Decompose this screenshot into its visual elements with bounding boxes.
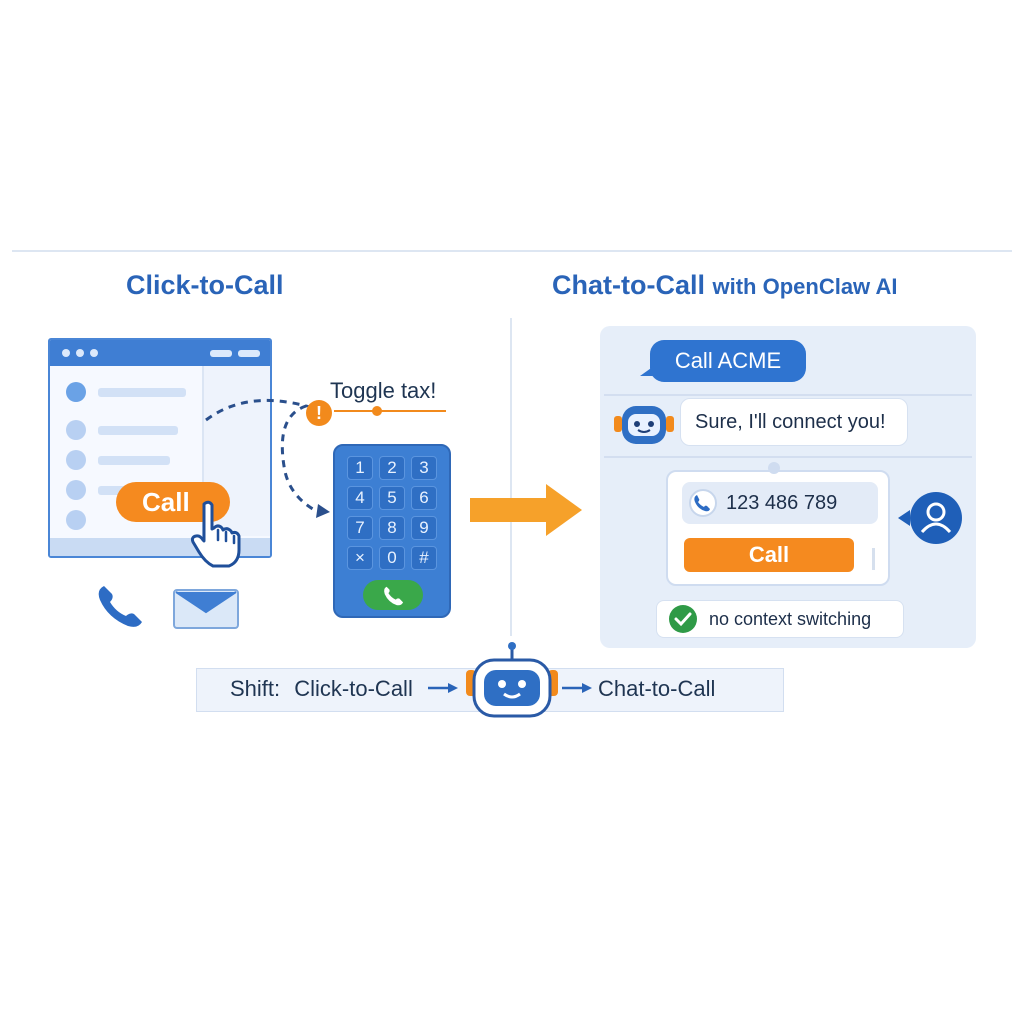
toggle-tax-annotation: Toggle tax! (330, 378, 437, 403)
phone-icon (98, 586, 142, 627)
contact-avatar (66, 480, 86, 500)
chat-call-button[interactable]: Call (684, 538, 854, 572)
annotation-underline (334, 410, 446, 412)
contact-line (98, 388, 186, 397)
card-connector-dot (768, 462, 780, 474)
chat-to-call-heading-main: Chat-to-Call (552, 270, 705, 300)
phone-number-field[interactable]: 123 486 789 (682, 482, 878, 524)
bubble-tail (640, 366, 654, 376)
robot-icon (466, 642, 558, 718)
contact-avatar (66, 420, 86, 440)
chat-to-call-heading-suffix: with OpenClaw AI (712, 274, 898, 299)
top-divider (12, 250, 1012, 252)
no-context-switching-badge: no context switching (656, 600, 904, 638)
keypad-key[interactable]: 5 (379, 486, 405, 510)
keypad-key[interactable]: 8 (379, 516, 405, 540)
shift-prefix: Shift: (230, 676, 281, 701)
window-dot (62, 349, 70, 357)
check-icon (669, 605, 697, 633)
panel-divider (604, 394, 972, 396)
chat-to-call-heading: Chat-to-Call with OpenClaw AI (552, 270, 897, 301)
keypad-key[interactable]: 4 (347, 486, 373, 510)
user-message-bubble: Call ACME (650, 340, 806, 382)
contact-avatar (66, 510, 86, 530)
arrow-right-icon (470, 484, 582, 536)
window-control (238, 350, 260, 357)
keypad-key[interactable]: 7 (347, 516, 373, 540)
annotation-slider-knob (372, 406, 382, 416)
hand-pointer-icon (190, 500, 241, 568)
click-to-call-heading: Click-to-Call (126, 270, 284, 300)
keypad-key[interactable]: 9 (411, 516, 437, 540)
arrow-right-icon (562, 683, 592, 693)
user-avatar-icon (898, 492, 962, 544)
dashed-flow-arrow (205, 398, 330, 518)
shift-label: Shift: Click-to-Call (230, 676, 413, 702)
shift-from: Click-to-Call (294, 676, 413, 701)
keypad-key[interactable]: 1 (347, 456, 373, 480)
contact-avatar (66, 450, 86, 470)
arrow-right-icon (428, 683, 458, 693)
phone-icon (384, 586, 404, 606)
robot-icon (614, 406, 674, 444)
contact-avatar (66, 382, 86, 402)
scrollbar[interactable] (872, 548, 875, 570)
window-dot (90, 349, 98, 357)
center-divider (510, 318, 512, 636)
browser-titlebar (50, 340, 270, 366)
keypad-key[interactable]: 3 (411, 456, 437, 480)
keypad-key[interactable]: 6 (411, 486, 437, 510)
bot-message-bubble: Sure, I'll connect you! (680, 398, 908, 446)
keypad-key[interactable]: 2 (379, 456, 405, 480)
keypad-key[interactable]: # (411, 546, 437, 570)
keypad-key[interactable]: × (347, 546, 373, 570)
window-dot (76, 349, 84, 357)
contact-line (98, 456, 170, 465)
window-control (210, 350, 232, 357)
dial-button[interactable] (363, 580, 423, 610)
phone-icon (689, 489, 717, 517)
panel-divider (604, 456, 972, 458)
warning-icon: ! (306, 400, 332, 426)
shift-to: Chat-to-Call (598, 676, 716, 701)
contact-line (98, 426, 178, 435)
mail-icon (173, 589, 239, 629)
keypad-key[interactable]: 0 (379, 546, 405, 570)
